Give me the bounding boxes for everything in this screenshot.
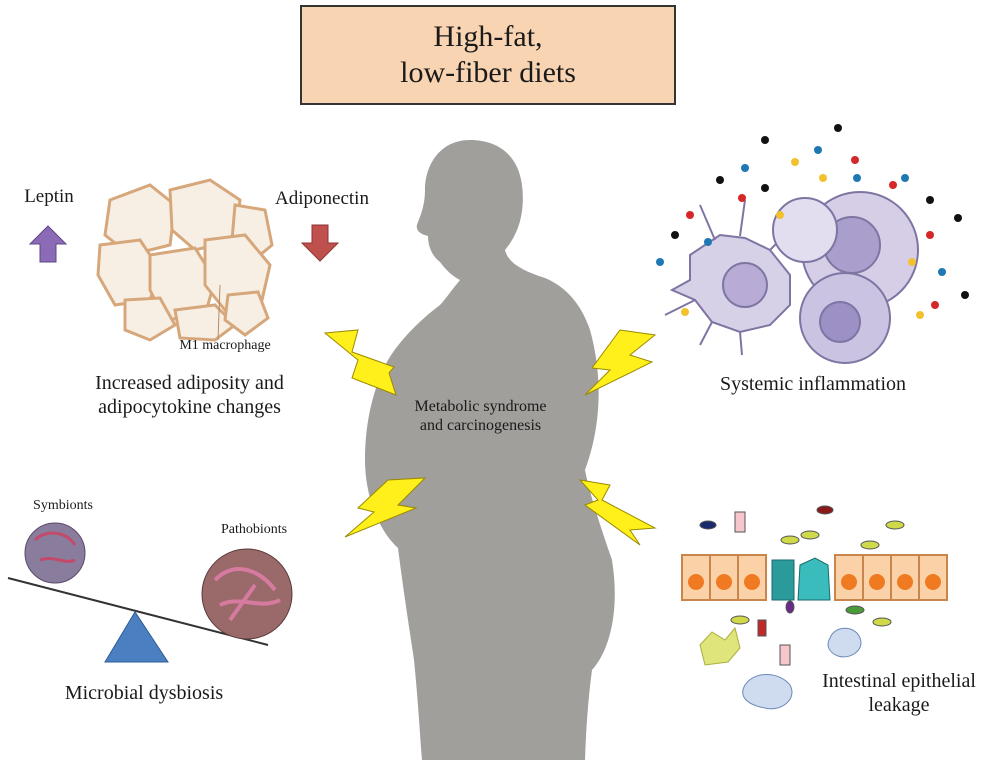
lightning-bolt-icon xyxy=(584,329,657,396)
symbionts-label: Symbionts xyxy=(33,498,93,513)
arrow-up-icon xyxy=(28,225,68,263)
lightning-bolt-icon xyxy=(344,477,427,538)
systemic-inflammation-caption: Systemic inflammation xyxy=(719,373,907,395)
lightning-bolt-icon xyxy=(578,479,657,546)
seesaw-illustration xyxy=(7,522,293,663)
epithelial-leakage-caption: Intestinal epithelial leakage xyxy=(822,670,976,716)
metabolic-syndrome-label: Metabolic syndrome and carcinogenesis xyxy=(414,398,547,434)
lightning-bolt-icon xyxy=(323,329,397,396)
immune-cell-yellow xyxy=(699,626,741,666)
immune-cell-blue xyxy=(742,674,793,710)
microbial-dysbiosis-caption: Microbial dysbiosis xyxy=(64,682,224,704)
adiponectin-label: Adiponectin xyxy=(275,188,369,209)
macrophage-pointer-line xyxy=(217,284,221,341)
m1-macrophage-label: M1 macrophage xyxy=(179,338,271,353)
human-silhouette xyxy=(365,140,615,760)
seesaw-beam xyxy=(7,577,269,646)
adipose-tissue-illustration xyxy=(96,178,274,342)
leptin-label: Leptin xyxy=(24,186,74,207)
adiposity-caption: Increased adiposity and adipocytokine ch… xyxy=(95,372,284,418)
pathobionts-label: Pathobionts xyxy=(220,522,288,537)
diet-title-box: High-fat, low-fiber diets xyxy=(300,5,676,105)
immune-cell-blue xyxy=(827,627,862,658)
intestinal-epithelium-illustration xyxy=(681,505,948,710)
cytokine-dots xyxy=(656,124,969,319)
arrow-down-icon xyxy=(300,224,340,262)
fulcrum-triangle xyxy=(104,611,169,663)
immune-cells-illustration xyxy=(656,124,969,364)
